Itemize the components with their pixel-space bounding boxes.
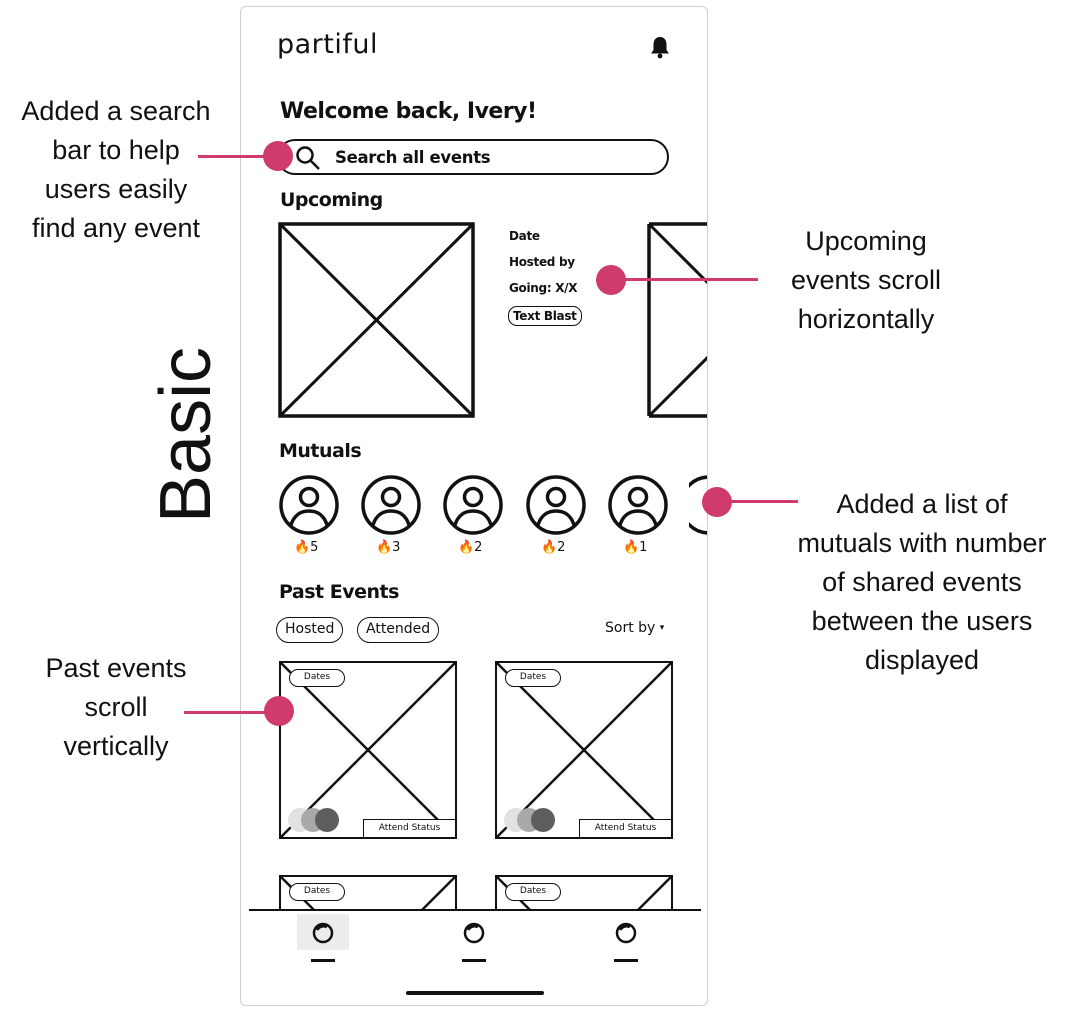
mutual-avatar[interactable]: 🔥2 bbox=[525, 474, 587, 555]
profile-icon bbox=[615, 922, 637, 944]
annotation-leader bbox=[612, 278, 758, 281]
mutual-count: 🔥2 bbox=[458, 540, 483, 555]
nav-profile-button[interactable] bbox=[600, 914, 652, 950]
image-placeholder bbox=[497, 663, 671, 837]
annotation-line: mutuals with number bbox=[797, 528, 1047, 558]
filter-attended[interactable]: Attended bbox=[357, 617, 440, 643]
app-logo: partiful bbox=[277, 29, 378, 60]
mutual-avatar[interactable]: 🔥1 bbox=[607, 474, 669, 555]
attendee-avatars bbox=[288, 808, 339, 832]
phone-frame: partiful Welcome back, Ivery! Search all… bbox=[240, 6, 708, 1006]
annotation-line: events scroll bbox=[790, 265, 942, 295]
search-bar[interactable]: Search all events bbox=[277, 139, 669, 175]
home-icon bbox=[312, 922, 334, 944]
annotation-line: find any event bbox=[31, 213, 201, 243]
annotation-dot bbox=[264, 696, 294, 726]
annotation-dot bbox=[702, 487, 732, 517]
nav-indicator bbox=[311, 959, 335, 962]
sort-by-label: Sort by bbox=[605, 620, 656, 636]
annotation-dot bbox=[263, 141, 293, 171]
annotation-leader bbox=[184, 711, 280, 714]
annotation-line: users easily bbox=[44, 174, 188, 204]
nav-indicator bbox=[614, 959, 638, 962]
annotation-line: Added a list of bbox=[836, 489, 1008, 519]
nav-home-button[interactable] bbox=[297, 914, 349, 950]
user-icon bbox=[279, 475, 339, 535]
annotation-past-events: Past events scroll vertically bbox=[26, 649, 206, 766]
upcoming-title: Upcoming bbox=[280, 189, 383, 211]
annotation-line: horizontally bbox=[797, 304, 935, 334]
user-icon bbox=[361, 475, 421, 535]
user-icon bbox=[443, 475, 503, 535]
image-placeholder bbox=[281, 663, 455, 837]
text-blast-button[interactable]: Text Blast bbox=[508, 306, 582, 326]
dates-badge: Dates bbox=[505, 669, 561, 687]
mutual-count: 🔥1 bbox=[623, 540, 648, 555]
attendee-avatars bbox=[504, 808, 555, 832]
mutual-count: 🔥5 bbox=[294, 540, 319, 555]
event-going: Going: X/X bbox=[509, 281, 578, 295]
user-icon bbox=[608, 475, 668, 535]
annotation-line: Added a search bbox=[21, 96, 211, 126]
dates-badge: Dates bbox=[289, 669, 345, 687]
upcoming-event-image-next[interactable] bbox=[647, 222, 707, 418]
annotation-search: Added a search bar to help users easily … bbox=[6, 92, 226, 248]
mutuals-title: Mutuals bbox=[279, 440, 362, 462]
upcoming-event-image[interactable] bbox=[278, 222, 475, 418]
past-events-title: Past Events bbox=[279, 581, 399, 603]
event-host: Hosted by bbox=[509, 255, 575, 269]
nav-explore-button[interactable] bbox=[448, 914, 500, 950]
annotation-line: scroll bbox=[84, 692, 148, 722]
bell-icon[interactable] bbox=[649, 35, 671, 59]
annotation-line: of shared events bbox=[822, 567, 1022, 597]
event-date: Date bbox=[509, 229, 540, 243]
home-indicator bbox=[406, 991, 544, 995]
annotation-dot bbox=[596, 265, 626, 295]
dates-badge: Dates bbox=[505, 883, 561, 901]
annotation-leader bbox=[716, 500, 798, 503]
search-icon bbox=[296, 146, 320, 170]
attend-status: Attend Status bbox=[579, 819, 671, 837]
annotation-line: Upcoming bbox=[805, 226, 927, 256]
mutual-avatar[interactable]: 🔥2 bbox=[442, 474, 504, 555]
annotation-line: between the users bbox=[811, 606, 1033, 636]
annotation-mutuals: Added a list of mutuals with number of s… bbox=[768, 485, 1076, 680]
past-event-card[interactable]: Dates Attend Status bbox=[495, 661, 673, 839]
attend-status: Attend Status bbox=[363, 819, 455, 837]
filter-hosted[interactable]: Hosted bbox=[276, 617, 344, 643]
welcome-heading: Welcome back, Ivery! bbox=[280, 99, 537, 124]
caret-down-icon: ▾ bbox=[659, 623, 665, 633]
explore-icon bbox=[463, 922, 485, 944]
annotation-line: bar to help bbox=[52, 135, 180, 165]
mutual-count: 🔥3 bbox=[376, 540, 401, 555]
annotation-upcoming: Upcoming events scroll horizontally bbox=[746, 222, 986, 339]
search-input[interactable]: Search all events bbox=[335, 148, 491, 167]
sort-by-dropdown[interactable]: Sort by ▾ bbox=[605, 620, 664, 636]
mutual-avatar[interactable]: 🔥3 bbox=[360, 474, 422, 555]
dates-badge: Dates bbox=[289, 883, 345, 901]
basic-label-text: Basic bbox=[150, 347, 220, 523]
basic-label: Basic bbox=[150, 347, 220, 523]
past-event-card[interactable]: Dates Attend Status bbox=[279, 661, 457, 839]
nav-divider bbox=[249, 909, 701, 911]
user-icon[interactable] bbox=[689, 474, 708, 536]
mutual-avatar[interactable]: 🔥5 bbox=[278, 474, 340, 555]
mutual-count: 🔥2 bbox=[541, 540, 566, 555]
nav-indicator bbox=[462, 959, 486, 962]
annotation-line: displayed bbox=[864, 645, 980, 675]
user-icon bbox=[526, 475, 586, 535]
annotation-line: Past events bbox=[45, 653, 187, 683]
annotation-leader bbox=[198, 155, 280, 158]
annotation-line: vertically bbox=[63, 731, 169, 761]
